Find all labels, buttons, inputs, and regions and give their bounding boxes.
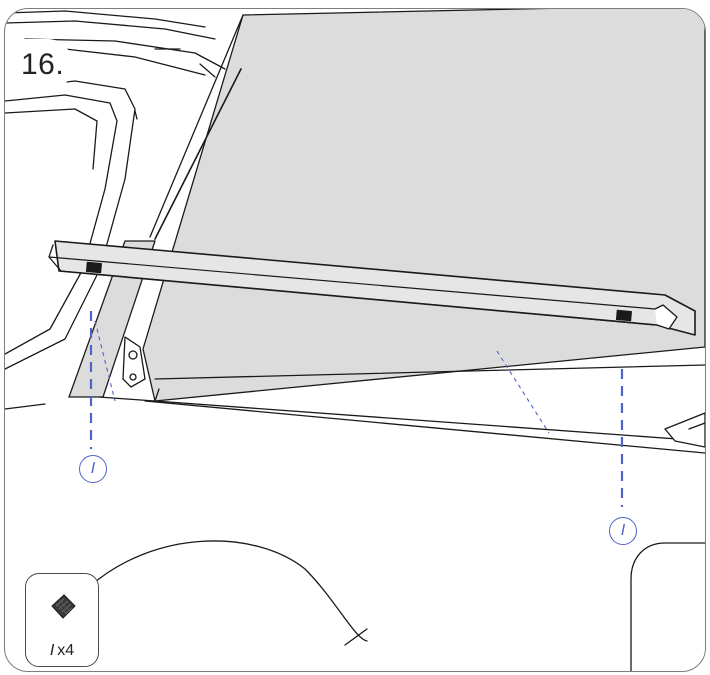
roof-panel	[142, 9, 705, 402]
adhesive-pad-icon	[51, 594, 76, 619]
alignment-guides	[89, 311, 624, 507]
rail-bar	[54, 240, 696, 336]
pillar-strip	[68, 240, 156, 398]
roof-rail-illustration	[5, 9, 705, 671]
hidden-guide-left	[94, 320, 116, 402]
part-callout-left: I	[79, 455, 107, 483]
car-body-lines	[5, 10, 226, 410]
part-callout-right: I	[609, 517, 637, 545]
part-id: I	[49, 642, 55, 659]
part-qty: x4	[57, 642, 75, 659]
step-number: 16.	[5, 39, 73, 91]
hidden-guide-center	[496, 350, 550, 434]
